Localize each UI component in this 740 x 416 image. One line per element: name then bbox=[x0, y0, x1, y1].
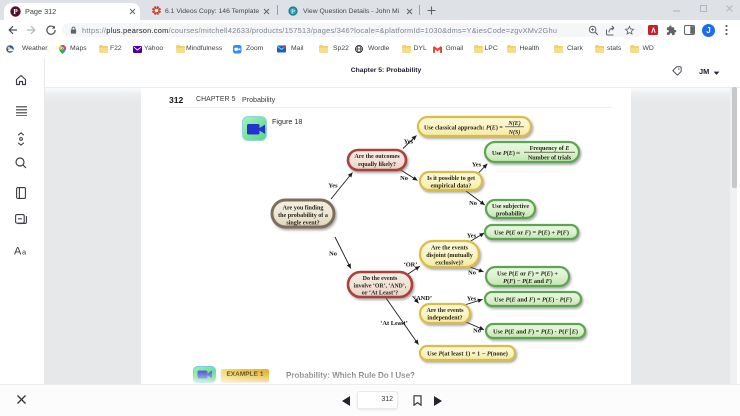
svg-text:Are the outcomes: Are the outcomes bbox=[354, 154, 400, 160]
svg-text:Use P(E and F) = P(E) · P(F∣E): Use P(E and F) = P(E) · P(F∣E) bbox=[493, 328, 578, 335]
svg-text:exclusive)?: exclusive)? bbox=[435, 260, 463, 267]
svg-text:Do the events: Do the events bbox=[363, 276, 398, 282]
svg-text:P: P bbox=[13, 7, 18, 16]
svg-text:disjoint (mutually: disjoint (mutually bbox=[426, 252, 473, 259]
svg-text:Yes: Yes bbox=[404, 139, 414, 146]
svg-text:‘At Least’: ‘At Least’ bbox=[380, 320, 408, 327]
svg-text:No: No bbox=[473, 328, 481, 335]
svg-text:Are you finding: Are you finding bbox=[283, 206, 324, 212]
svg-text:involve ‘OR’, ‘AND’,: involve ‘OR’, ‘AND’, bbox=[354, 284, 407, 290]
svg-text:‘AND’: ‘AND’ bbox=[414, 295, 432, 302]
svg-text:Use subjective: Use subjective bbox=[492, 204, 529, 210]
svg-text:single event?: single event? bbox=[286, 221, 319, 227]
svg-text:Number of trials: Number of trials bbox=[528, 156, 572, 162]
svg-text:equally likely?: equally likely? bbox=[358, 162, 396, 168]
svg-text:Yes: Yes bbox=[328, 183, 338, 190]
svg-text:Yes: Yes bbox=[467, 233, 477, 240]
svg-text:Use classical approach: P(E) =: Use classical approach: P(E) = bbox=[424, 125, 503, 132]
svg-text:Are the events: Are the events bbox=[426, 308, 464, 314]
svg-text:Frequency of E: Frequency of E bbox=[530, 146, 570, 152]
svg-text:P: P bbox=[291, 8, 295, 15]
svg-text:a: a bbox=[22, 248, 27, 257]
svg-text:empirical data?: empirical data? bbox=[431, 184, 472, 190]
svg-text:N(S): N(S) bbox=[508, 129, 521, 136]
svg-text:No: No bbox=[329, 251, 337, 258]
svg-text:N(E): N(E) bbox=[507, 120, 521, 127]
svg-text:independent?: independent? bbox=[427, 316, 462, 322]
svg-text:Yes: Yes bbox=[472, 162, 482, 169]
svg-text:Use P(E or F) = P(E) + P(F): Use P(E or F) = P(E) + P(F) bbox=[494, 229, 569, 236]
svg-text:Use P(E) ≈: Use P(E) ≈ bbox=[492, 150, 520, 157]
svg-text:Are the events: Are the events bbox=[431, 246, 469, 252]
svg-text:Use P(at least 1) = 1 − P(none: Use P(at least 1) = 1 − P(none) bbox=[427, 350, 508, 357]
svg-text:No: No bbox=[469, 200, 477, 207]
svg-text:No: No bbox=[400, 175, 408, 182]
svg-text:No: No bbox=[468, 270, 476, 277]
svg-text:A: A bbox=[14, 246, 22, 257]
svg-text:‘OR’: ‘OR’ bbox=[404, 262, 418, 269]
svg-text:Use P(E and F) = P(E) · P(F): Use P(E and F) = P(E) · P(F) bbox=[494, 296, 572, 303]
svg-text:Yes: Yes bbox=[467, 296, 477, 303]
svg-text:probability: probability bbox=[496, 212, 525, 218]
svg-text:or ‘At Least’?: or ‘At Least’? bbox=[362, 291, 398, 297]
svg-text:Use P(E or F) = P(E) +: Use P(E or F) = P(E) + bbox=[497, 271, 558, 278]
svg-text:Is it possible to get: Is it possible to get bbox=[427, 176, 475, 182]
svg-text:P(F) − P(E and F): P(F) − P(E and F) bbox=[503, 278, 552, 285]
svg-text:the probability of a: the probability of a bbox=[278, 213, 328, 219]
